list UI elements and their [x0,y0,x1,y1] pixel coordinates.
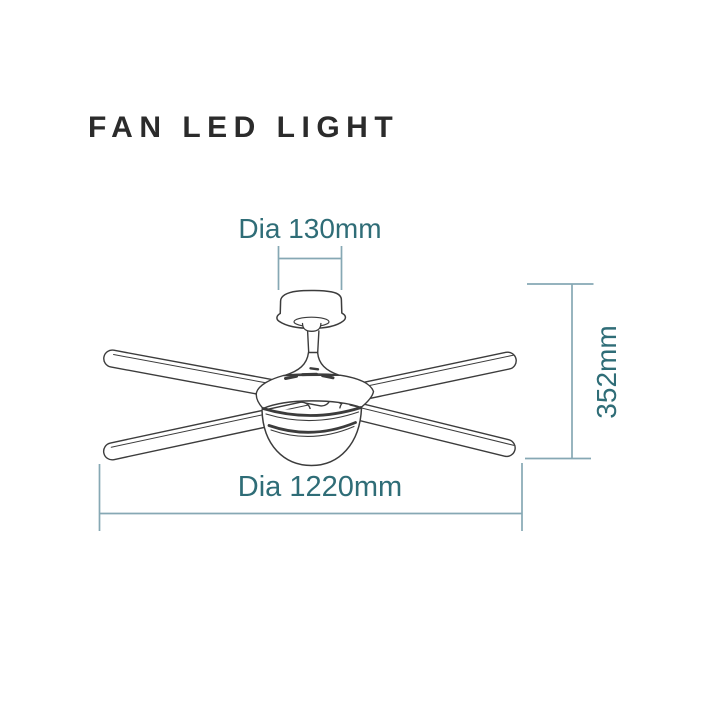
dimension-line-fan-height [525,283,594,460]
ceiling-canopy [276,289,347,332]
motor-vent-details [284,367,335,380]
dimension-line-canopy-diameter [277,246,343,290]
dimension-line-blade-sweep [98,463,523,531]
blade-sweep-label: Dia 1220mm [237,471,403,503]
page-title: FAN LED LIGHT [88,111,400,144]
fan-blade-lower-right [339,399,516,458]
canopy-diameter-label: Dia 130mm [238,213,382,244]
motor-housing [255,351,375,437]
motor-bell [284,351,340,377]
fan-blade-upper-right [334,351,517,405]
downrod [306,330,320,354]
fan-height-label: 352mm [591,325,622,419]
